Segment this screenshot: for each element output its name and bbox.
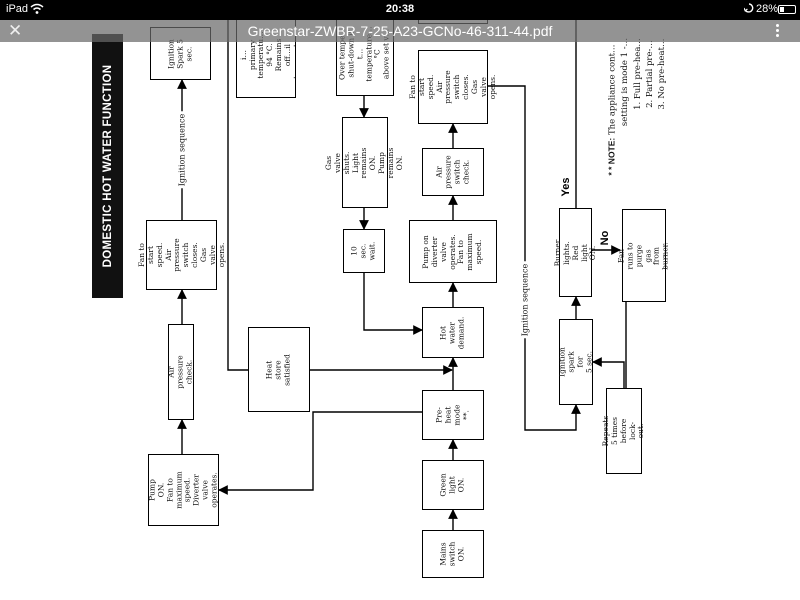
- note-line-3: 1. Full pre-hea…: [633, 38, 643, 110]
- box-pump-on-left-text: Pump ON. Fan to maximum speed. Diverter …: [147, 471, 219, 509]
- box-10-sec-wait: 10 sec. wait.: [343, 229, 385, 273]
- box-hot-water-demand-text: Hot water demand.: [438, 316, 466, 349]
- label-yes: Yes: [560, 177, 572, 197]
- viewer-toolbar: ✕ Greenstar-ZWBR-7-25-A23-GCNo-46-311-44…: [0, 20, 800, 42]
- section-heading-text: DOMESTIC HOT WATER FUNCTION: [101, 64, 114, 268]
- box-fan-purge-text: Fan runs to purge gas from burner.: [616, 241, 670, 270]
- box-burner-lights-text: Burner lights. Red light ON.: [552, 239, 597, 266]
- box-green-light-text: Green light ON.: [438, 473, 466, 497]
- box-ignition-spark: Ignition spark for 5 sec.: [557, 319, 593, 405]
- status-bar: iPad 20:38 28%: [0, 0, 800, 20]
- note-heading: * * NOTE: The appliance cont…: [607, 44, 618, 175]
- close-icon[interactable]: ✕: [8, 21, 23, 40]
- box-mains-switch-text: Mains switch ON.: [438, 541, 466, 567]
- box-air-pressure-check: Air pressure check.: [166, 324, 194, 420]
- carrier-label: iPad: [6, 3, 29, 15]
- more-options-icon[interactable]: [772, 23, 782, 39]
- orientation-lock-icon: [744, 3, 754, 13]
- label-ignition-sequence-left: Ignition sequence: [177, 111, 187, 189]
- document-title: Greenstar-ZWBR-7-25-A23-GCNo-46-311-44.p…: [247, 23, 553, 39]
- box-pre-heat-text: Pre-heat mode **.: [434, 404, 470, 426]
- box-hot-water-demand: Hot water demand.: [422, 307, 484, 358]
- box-pre-heat: Pre-heat mode **.: [422, 390, 484, 440]
- box-gas-valve-shuts: Gas valve shuts. Light remains ON. Pump …: [324, 117, 404, 208]
- note-line-4: 2. Partial pre-…: [645, 40, 655, 108]
- box-pump-on-left: Pump ON. Fan to maximum speed. Diverter …: [147, 454, 219, 526]
- box-ignition-spark-top-text: Ignition Spark 5 sec.: [166, 38, 193, 69]
- battery-percent: 28%: [756, 3, 779, 15]
- box-pump-diverter-text: Pump on diverter valve operates. Fan to …: [421, 232, 484, 271]
- box-fan-start-left: Fan to start speed. Air pressure switch …: [136, 220, 225, 290]
- box-air-pressure-check-text: Air pressure check.: [166, 355, 194, 389]
- box-fan-purge: Fan runs to purge gas from burner.: [616, 209, 670, 302]
- box-heat-store-satisfied-text: Heat store satisfied: [264, 353, 292, 386]
- label-no: No: [599, 230, 611, 246]
- box-10-sec-wait-text: 10 sec. wait.: [349, 241, 377, 261]
- box-air-pressure-switch: Air pressure switch check.: [422, 148, 484, 196]
- box-mains-switch: Mains switch ON.: [422, 530, 484, 578]
- box-repeats-5-text: Repeats 5 times before lock-out.: [600, 415, 646, 447]
- label-ignition-sequence-right: Ignition sequence: [520, 261, 530, 339]
- box-heat-store-satisfied: Heat store satisfied: [248, 327, 310, 412]
- note-line-2: setting is mode 1 -…: [620, 37, 630, 127]
- clock: 20:38: [385, 3, 415, 15]
- wifi-icon: [30, 3, 44, 14]
- box-green-light: Green light ON.: [422, 460, 484, 510]
- box-fan-start-left-text: Fan to start speed. Air pressure switch …: [136, 238, 225, 272]
- box-fan-start-top-text: Fan to start speed. Air pressure switch …: [407, 70, 497, 104]
- battery-icon: [778, 5, 796, 14]
- note-line-1: The appliance cont…: [607, 44, 618, 136]
- box-air-pressure-switch-text: Air pressure switch check.: [434, 155, 470, 189]
- note-marker: * * NOTE:: [606, 137, 617, 176]
- box-repeats-5: Repeats 5 times before lock-out.: [601, 388, 645, 474]
- box-pump-diverter: Pump on diverter valve operates. Fan to …: [409, 220, 497, 283]
- section-heading: DOMESTIC HOT WATER FUNCTION: [92, 34, 123, 298]
- box-burner-lights: Burner lights. Red light ON.: [552, 208, 597, 297]
- box-ignition-spark-text: Ignition spark for 5 sec.: [557, 347, 593, 377]
- box-gas-valve-shuts-text: Gas valve shuts. Light remains ON. Pump …: [324, 147, 404, 178]
- box-fan-start-top: Fan to start speed. Air pressure switch …: [408, 50, 496, 124]
- note-line-5: 3. No pre-heat…: [657, 38, 667, 110]
